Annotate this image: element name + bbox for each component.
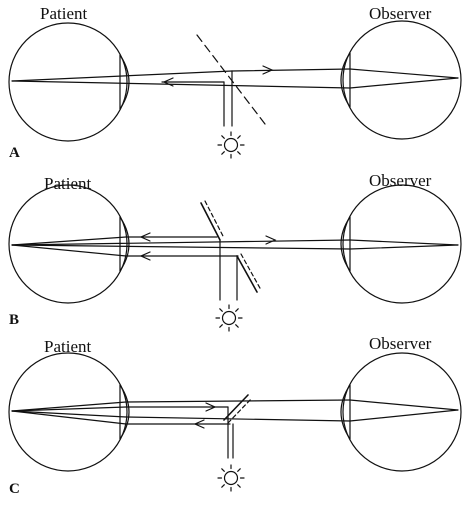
patient-eye <box>8 352 130 472</box>
panel-letter-c: C <box>9 481 20 497</box>
observer-label: Observer <box>369 171 432 190</box>
patient-label: Patient <box>44 174 92 193</box>
ray-arrows <box>139 232 277 261</box>
observer-label: Observer <box>369 334 432 353</box>
light-rays <box>11 236 459 301</box>
patient-label: Patient <box>40 4 88 23</box>
light-bulb-icon <box>217 131 245 159</box>
observer-eye <box>340 352 462 472</box>
panel-letter-b: B <box>9 312 20 328</box>
ray-arrows <box>193 402 217 429</box>
ray-arrows <box>162 65 274 87</box>
panel-c <box>8 352 462 492</box>
observer-eye <box>340 184 462 304</box>
patient-label: Patient <box>44 337 92 356</box>
light-bulb-icon <box>215 304 243 332</box>
panel-b <box>8 184 462 332</box>
panel-letter-a: A <box>9 145 20 161</box>
half-silvered-mirror <box>200 200 262 293</box>
observer-label: Observer <box>369 4 432 23</box>
half-silvered-mirror <box>196 34 266 125</box>
half-silvered-mirror <box>223 394 253 424</box>
light-rays <box>11 68 459 127</box>
patient-eye <box>8 22 130 142</box>
observer-eye <box>340 20 462 140</box>
panel-a <box>8 20 462 159</box>
light-bulb-icon <box>217 464 245 492</box>
